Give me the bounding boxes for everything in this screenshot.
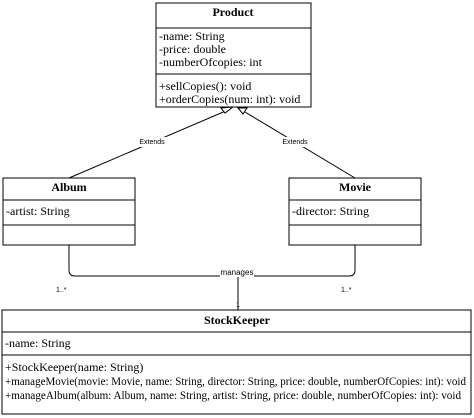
album-attribute: -artist: String xyxy=(6,204,70,218)
product-class[interactable]: Product -name: String -price: double -nu… xyxy=(155,2,312,108)
stockkeeper-method: +StockKeeper(name: String) xyxy=(5,360,143,374)
movie-extends-label: Extends xyxy=(282,139,308,146)
album-extends-label: Extends xyxy=(139,139,165,146)
product-method: +orderCopies(num: int): void xyxy=(159,92,300,106)
stockkeeper-class-name: StockKeeper xyxy=(204,313,271,327)
stockkeeper-attribute: -name: String xyxy=(5,336,71,350)
product-attribute: -name: String xyxy=(159,29,225,43)
product-class-name: Product xyxy=(212,5,253,19)
movie-extends-arrowhead xyxy=(236,107,248,115)
stockkeeper-multiplicity: 1 xyxy=(236,302,240,309)
manages-label: manages xyxy=(221,268,254,277)
movie-attribute: -director: String xyxy=(292,204,369,218)
manages-association-line xyxy=(68,245,356,277)
stockkeeper-method: +manageAlbum(album: Album, name: String,… xyxy=(5,388,461,402)
movie-class[interactable]: Movie -director: String xyxy=(288,177,422,246)
album-class[interactable]: Album -artist: String xyxy=(2,177,136,246)
movie-multiplicity: 1..* xyxy=(341,287,352,294)
product-attribute: -numberOfcopies: int xyxy=(159,55,263,69)
album-multiplicity: 1..* xyxy=(56,287,67,294)
movie-class-name: Movie xyxy=(339,180,372,194)
product-method: +sellCopies(): void xyxy=(159,79,251,93)
product-attribute: -price: double xyxy=(159,42,226,56)
album-class-name: Album xyxy=(51,180,86,194)
stockkeeper-class[interactable]: StockKeeper -name: String +StockKeeper(n… xyxy=(1,309,472,415)
stockkeeper-method: +manageMovie(movie: Movie, name: String,… xyxy=(5,374,466,388)
